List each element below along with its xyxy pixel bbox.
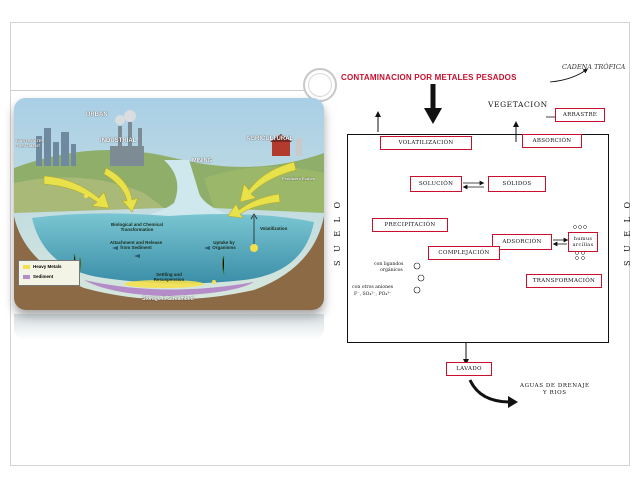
label-settling: Settling and Resuspension (153, 272, 185, 282)
box-precipitacion: PRECIPITACIÓN (372, 218, 448, 232)
box-absorcion: ABSORCIÓN (522, 134, 582, 148)
legend-sediment-swatch (23, 275, 30, 279)
header-divider (10, 90, 310, 91)
diagram-title: CONTAMINACION POR METALES PESADOS (341, 73, 517, 82)
note-aniones-1: con otros aniones (352, 285, 394, 290)
label-humus: humus (573, 236, 593, 242)
outlet-line-1: AGUAS DE DRENAJE (520, 383, 590, 389)
box-solidos: SÓLIDOS (488, 176, 546, 192)
input-arrow-head (424, 108, 442, 124)
illustration-reflection (14, 314, 324, 340)
box-volatilizacion: VOLATILIZACIÓN (380, 136, 472, 150)
label-attach: Attachment and Release from Sediment (109, 240, 163, 250)
label-industrial: INDUSTRIAL (100, 138, 137, 144)
label-arcillas: arcillas (572, 242, 594, 248)
decorative-circle-inner (308, 73, 332, 97)
box-complejacion: COMPLEJACIÓN (428, 246, 500, 260)
illustration-legend: Heavy Metals Sediment (18, 260, 80, 286)
label-fertilizers: Fertilizers Ecules (282, 176, 315, 181)
note-ligandos-2: orgánicos (380, 268, 403, 273)
label-agricultural: AGRICULTURAL (246, 136, 294, 142)
label-uptake: Uptake by Organisms (212, 240, 236, 250)
box-lavado: LAVADO (446, 362, 492, 376)
label-volatilization: Volatilization (260, 226, 288, 231)
box-transformacion: TRANSFORMACIÓN (526, 274, 602, 288)
label-storage: Storage in Streambed (142, 296, 194, 302)
slide-frame (10, 22, 630, 466)
legend-metals-swatch (23, 265, 30, 269)
label-outlet: AGUAS DE DRENAJE Y RIOS (520, 383, 590, 397)
box-arrastre: ARRASTRE (555, 108, 605, 122)
label-mining: MINING (192, 158, 212, 164)
note-ligandos-1: con ligandos (374, 262, 404, 267)
label-bio-chem: Biological and Chemical Transformation (110, 222, 163, 232)
hand-note-cadena: CADENA TRÓFICA (562, 63, 626, 71)
label-wastewater: WASTEWATER TREATMENT (16, 138, 45, 148)
label-suelo-right: S U E L O (623, 198, 633, 267)
legend-sediment-label: Sediment (33, 274, 54, 279)
outlet-line-2: Y RIOS (543, 390, 567, 396)
label-urban: URBAN (86, 112, 108, 118)
note-aniones-2: F⁻, SO₄²⁻, PO₄³⁻ (354, 292, 392, 297)
box-adsorcion: ADSORCIÓN (492, 234, 552, 250)
box-solucion: SOLUCIÓN (410, 176, 462, 192)
legend-metals-label: Heavy Metals (33, 264, 62, 269)
label-suelo-left: S U E L O (333, 198, 343, 267)
label-vegetacion: VEGETACION (488, 100, 548, 109)
box-humus-arcillas: humus arcillas (568, 232, 598, 252)
soil-system-boundary (347, 134, 609, 343)
